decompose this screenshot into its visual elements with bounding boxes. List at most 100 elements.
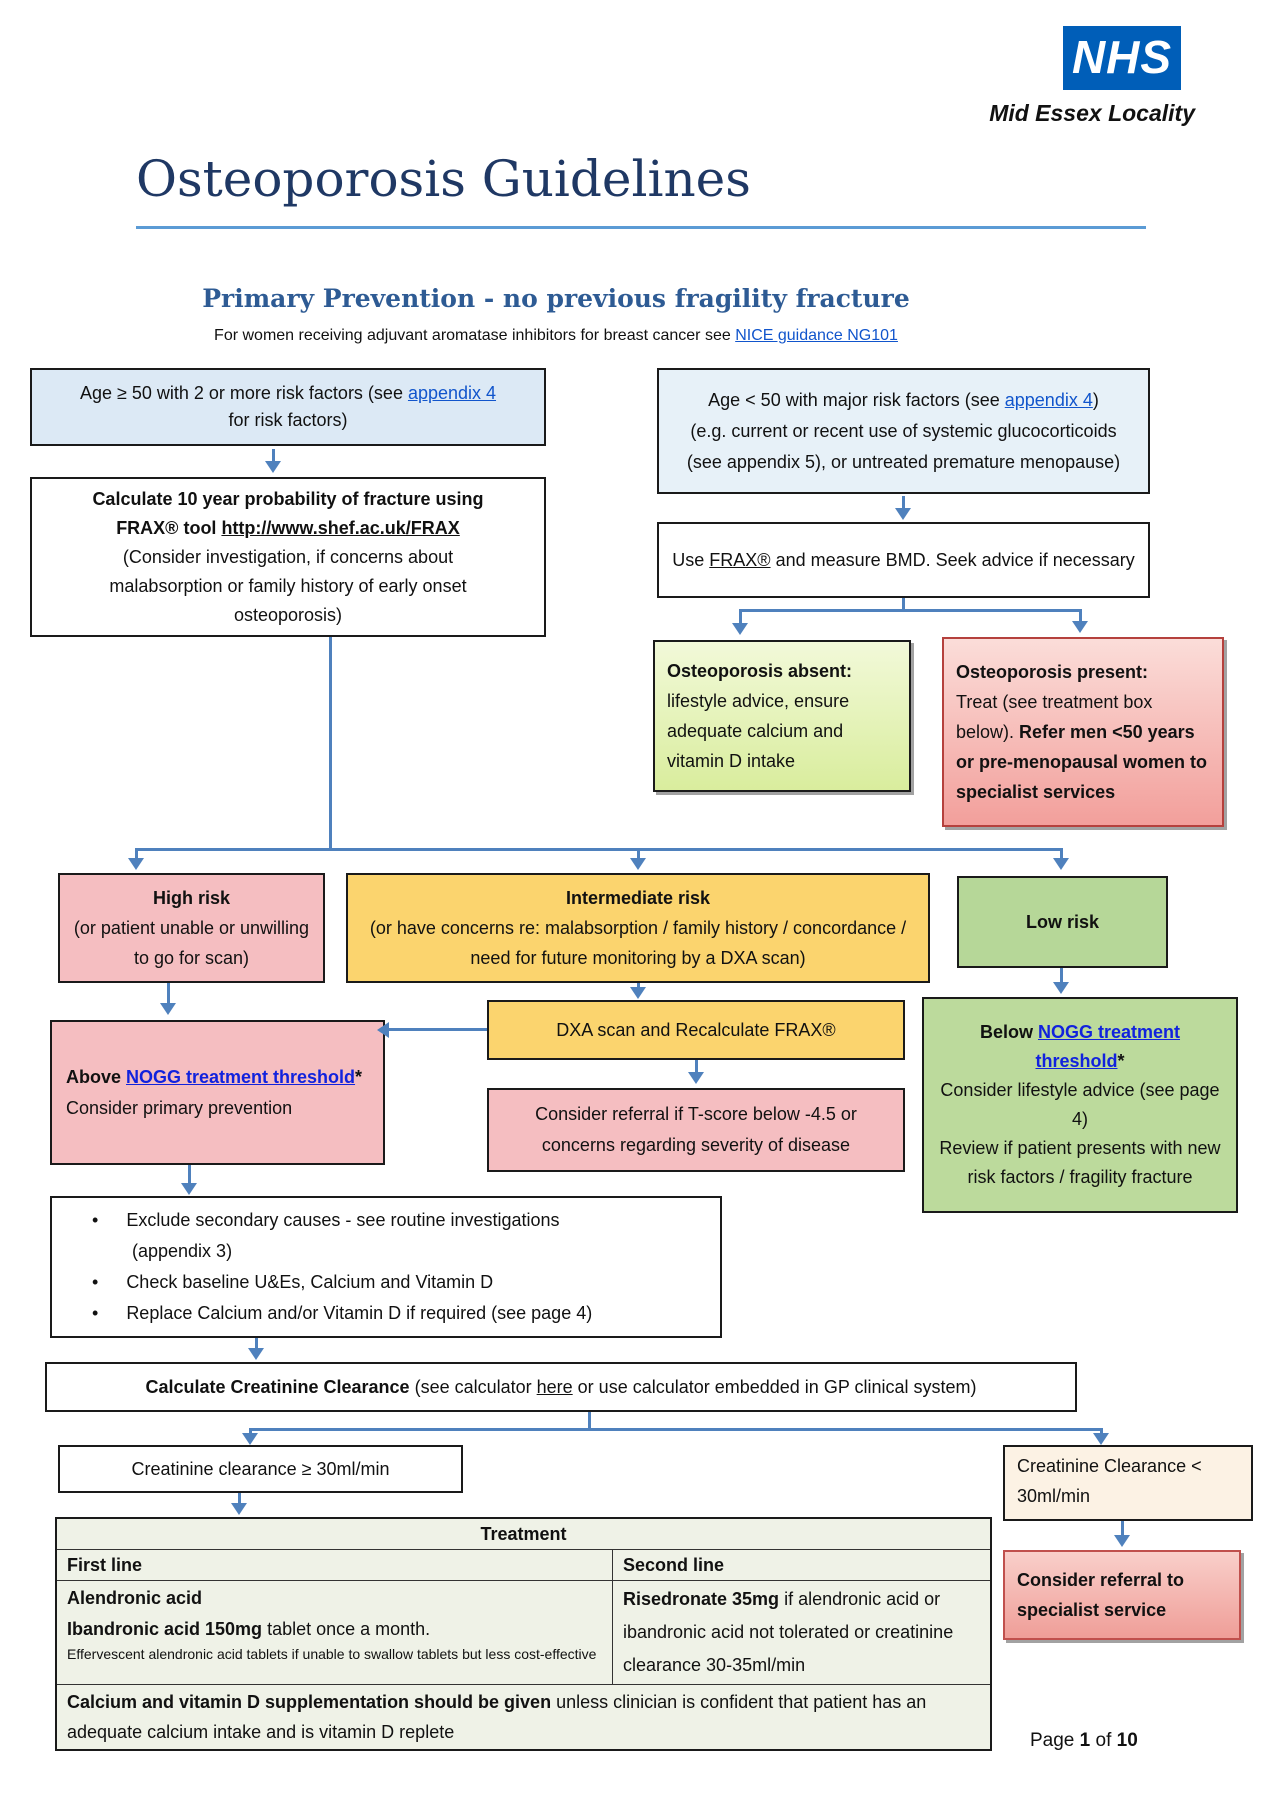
first-line-drug2-rest: tablet once a month. bbox=[262, 1619, 431, 1639]
flow-connector bbox=[250, 1428, 1103, 1431]
first-line-drug2-bold: Ibandronic acid 150mg bbox=[67, 1619, 263, 1639]
arrowhead-down bbox=[181, 1183, 197, 1195]
creatinine-lt-30-label: Creatinine Clearance < 30ml/min bbox=[1017, 1456, 1202, 1506]
first-line-header: First line bbox=[57, 1550, 613, 1580]
nogg-threshold-link[interactable]: NOGG treatment bbox=[1037, 1022, 1181, 1042]
first-line-note: Effervescent alendronic acid tablets if … bbox=[67, 1646, 597, 1662]
frax-calc-line2: FRAX® tool http://www.shef.ac.uk/FRAX bbox=[116, 514, 460, 543]
dxa-rescan-box: DXA scan and Recalculate FRAX® bbox=[487, 1000, 905, 1060]
checklist-item3: Replace Calcium and/or Vitamin D if requ… bbox=[126, 1303, 593, 1323]
calcium-note-rest: unless clinician is confident that patie… bbox=[67, 1692, 927, 1742]
arrowhead-down bbox=[160, 1003, 176, 1015]
flow-connector bbox=[255, 1338, 258, 1350]
arrowhead-down bbox=[1053, 858, 1069, 870]
creatinine-clearance-calc-box: Calculate Creatinine Clearance (see calc… bbox=[45, 1362, 1077, 1412]
arrowhead-down bbox=[1072, 621, 1088, 633]
above-nogg-line1: Above NOGG treatment threshold* bbox=[66, 1062, 362, 1093]
arrowhead-down bbox=[630, 858, 646, 870]
appendix-4-link[interactable]: appendix 4 bbox=[407, 383, 497, 403]
t-score-body: Consider referral if T-score below -4.5 … bbox=[535, 1104, 857, 1155]
first-line-drug2: Ibandronic acid 150mg tablet once a mont… bbox=[67, 1614, 602, 1645]
flow-connector bbox=[902, 598, 905, 610]
above-nogg-pre: Above bbox=[66, 1066, 127, 1087]
page-label: Page bbox=[1030, 1730, 1080, 1751]
age-under-50-paren: ) bbox=[1092, 389, 1099, 410]
page-of: of bbox=[1090, 1730, 1117, 1751]
second-line-bold: Risedronate 35mg bbox=[623, 1589, 780, 1609]
age-under-50-line3: (see appendix 5), or untreated premature… bbox=[686, 451, 1121, 472]
flow-connector bbox=[588, 1412, 591, 1428]
use-frax-line: Use FRAX® and measure BMD. Seek advice i… bbox=[672, 546, 1134, 575]
arrowhead-left bbox=[377, 1022, 389, 1038]
intermediate-risk-box: Intermediate risk (or have concerns re: … bbox=[346, 873, 930, 983]
locality-label: Mid Essex Locality bbox=[989, 100, 1195, 126]
osteoporosis-present-title: Osteoporosis present: bbox=[956, 662, 1149, 682]
second-line-header: Second line bbox=[623, 1555, 725, 1575]
low-risk-title: Low risk bbox=[1025, 911, 1100, 932]
treatment-table-header-row: First line Second line bbox=[57, 1549, 990, 1580]
flow-connector bbox=[329, 637, 332, 848]
arrowhead-down bbox=[732, 623, 748, 635]
creatinine-calc-pre: (see calculator bbox=[409, 1376, 537, 1397]
frax-link[interactable]: FRAX® bbox=[709, 549, 771, 570]
age-under-50-text: Age < 50 with major risk factors (see bbox=[708, 389, 1005, 410]
flow-connector bbox=[637, 848, 640, 860]
creatinine-ge-30-box: Creatinine clearance ≥ 30ml/min bbox=[58, 1445, 463, 1493]
checklist-item: •Replace Calcium and/or Vitamin D if req… bbox=[92, 1298, 592, 1329]
frax-url-link[interactable]: http://www.shef.ac.uk/FRAX bbox=[221, 517, 460, 538]
arrowhead-down bbox=[630, 987, 646, 999]
frax-calc-line1: Calculate 10 year probability of fractur… bbox=[92, 488, 484, 509]
treatment-table-body-row: Alendronic acid Ibandronic acid 150mg ta… bbox=[57, 1580, 990, 1684]
flow-connector bbox=[272, 449, 275, 463]
appendix-4-link[interactable]: appendix 4 bbox=[1004, 389, 1093, 410]
treatment-table-title: Treatment bbox=[480, 1524, 567, 1544]
nice-ng101-link[interactable]: NICE guidance NG101 bbox=[735, 327, 898, 344]
flow-connector bbox=[902, 496, 905, 510]
below-nogg-body1: Consider lifestyle advice (see page 4) bbox=[940, 1080, 1220, 1129]
arrowhead-down bbox=[688, 1072, 704, 1084]
nogg-threshold-link[interactable]: threshold bbox=[1035, 1051, 1118, 1071]
calculator-here-link[interactable]: here bbox=[536, 1376, 573, 1397]
page-total: 10 bbox=[1116, 1730, 1138, 1751]
intermediate-risk-sub: (or have concerns re: malabsorption / fa… bbox=[369, 918, 907, 968]
osteoporosis-present-bold: Refer men <50 years or pre-menopausal wo… bbox=[956, 722, 1208, 802]
specialist-referral-box: Consider referral to specialist service bbox=[1003, 1550, 1241, 1640]
treatment-table: Treatment First line Second line Alendro… bbox=[55, 1517, 992, 1751]
high-risk-sub: (or patient unable or unwilling to go fo… bbox=[73, 918, 310, 968]
secondary-causes-checklist-box: •Exclude secondary causes - see routine … bbox=[50, 1196, 722, 1338]
flow-connector bbox=[740, 609, 1082, 612]
arrowhead-down bbox=[231, 1503, 247, 1515]
first-line-drug1: Alendronic acid bbox=[67, 1588, 203, 1608]
arrowhead-down bbox=[1053, 982, 1069, 994]
osteoporosis-absent-title: Osteoporosis absent: bbox=[667, 661, 853, 681]
first-line-cell: Alendronic acid Ibandronic acid 150mg ta… bbox=[57, 1581, 613, 1684]
nhs-logo: NHS bbox=[1063, 26, 1181, 90]
dxa-rescan-label: DXA scan and Recalculate FRAX® bbox=[556, 1019, 836, 1040]
page-subtitle: Primary Prevention - no previous fragili… bbox=[202, 284, 910, 313]
arrowhead-down bbox=[1114, 1535, 1130, 1547]
frax-tool-text: FRAX® tool bbox=[116, 517, 222, 538]
aromatase-note: For women receiving adjuvant aromatase i… bbox=[0, 327, 1112, 345]
calcium-note-bold: Calcium and vitamin D supplementation sh… bbox=[67, 1692, 552, 1712]
flow-connector bbox=[637, 983, 640, 989]
age-under-50-line1: Age < 50 with major risk factors (see ap… bbox=[708, 385, 1099, 416]
use-frax-post: and measure BMD. Seek advice if necessar… bbox=[770, 549, 1135, 570]
arrowhead-down bbox=[265, 461, 281, 473]
page-number: Page 1 of 10 bbox=[1030, 1730, 1138, 1752]
second-line-cell: Risedronate 35mg if alendronic acid or i… bbox=[613, 1581, 990, 1684]
flow-connector bbox=[188, 1165, 191, 1185]
flow-connector bbox=[167, 983, 170, 1005]
flow-connector bbox=[249, 1428, 252, 1434]
use-frax-bmd-box: Use FRAX® and measure BMD. Seek advice i… bbox=[657, 522, 1150, 598]
age-under-50-line2: (e.g. current or recent use of systemic … bbox=[690, 420, 1117, 441]
above-nogg-threshold-box: Above NOGG treatment threshold* Consider… bbox=[50, 1020, 385, 1165]
page-num: 1 bbox=[1079, 1730, 1091, 1751]
checklist-item: •Exclude secondary causes - see routine … bbox=[92, 1205, 560, 1236]
creatinine-calc-bold: Calculate Creatinine Clearance bbox=[145, 1376, 410, 1397]
intermediate-risk-title: Intermediate risk bbox=[565, 888, 711, 908]
specialist-referral-label: Consider referral to specialist service bbox=[1017, 1570, 1185, 1620]
nogg-threshold-link[interactable]: NOGG treatment threshold bbox=[126, 1066, 356, 1087]
aromatase-note-text: For women receiving adjuvant aromatase i… bbox=[214, 327, 736, 344]
age-over-50-text: Age ≥ 50 with 2 or more risk factors (se… bbox=[79, 383, 408, 403]
checklist-item1-line1: Exclude secondary causes - see routine i… bbox=[126, 1210, 560, 1230]
